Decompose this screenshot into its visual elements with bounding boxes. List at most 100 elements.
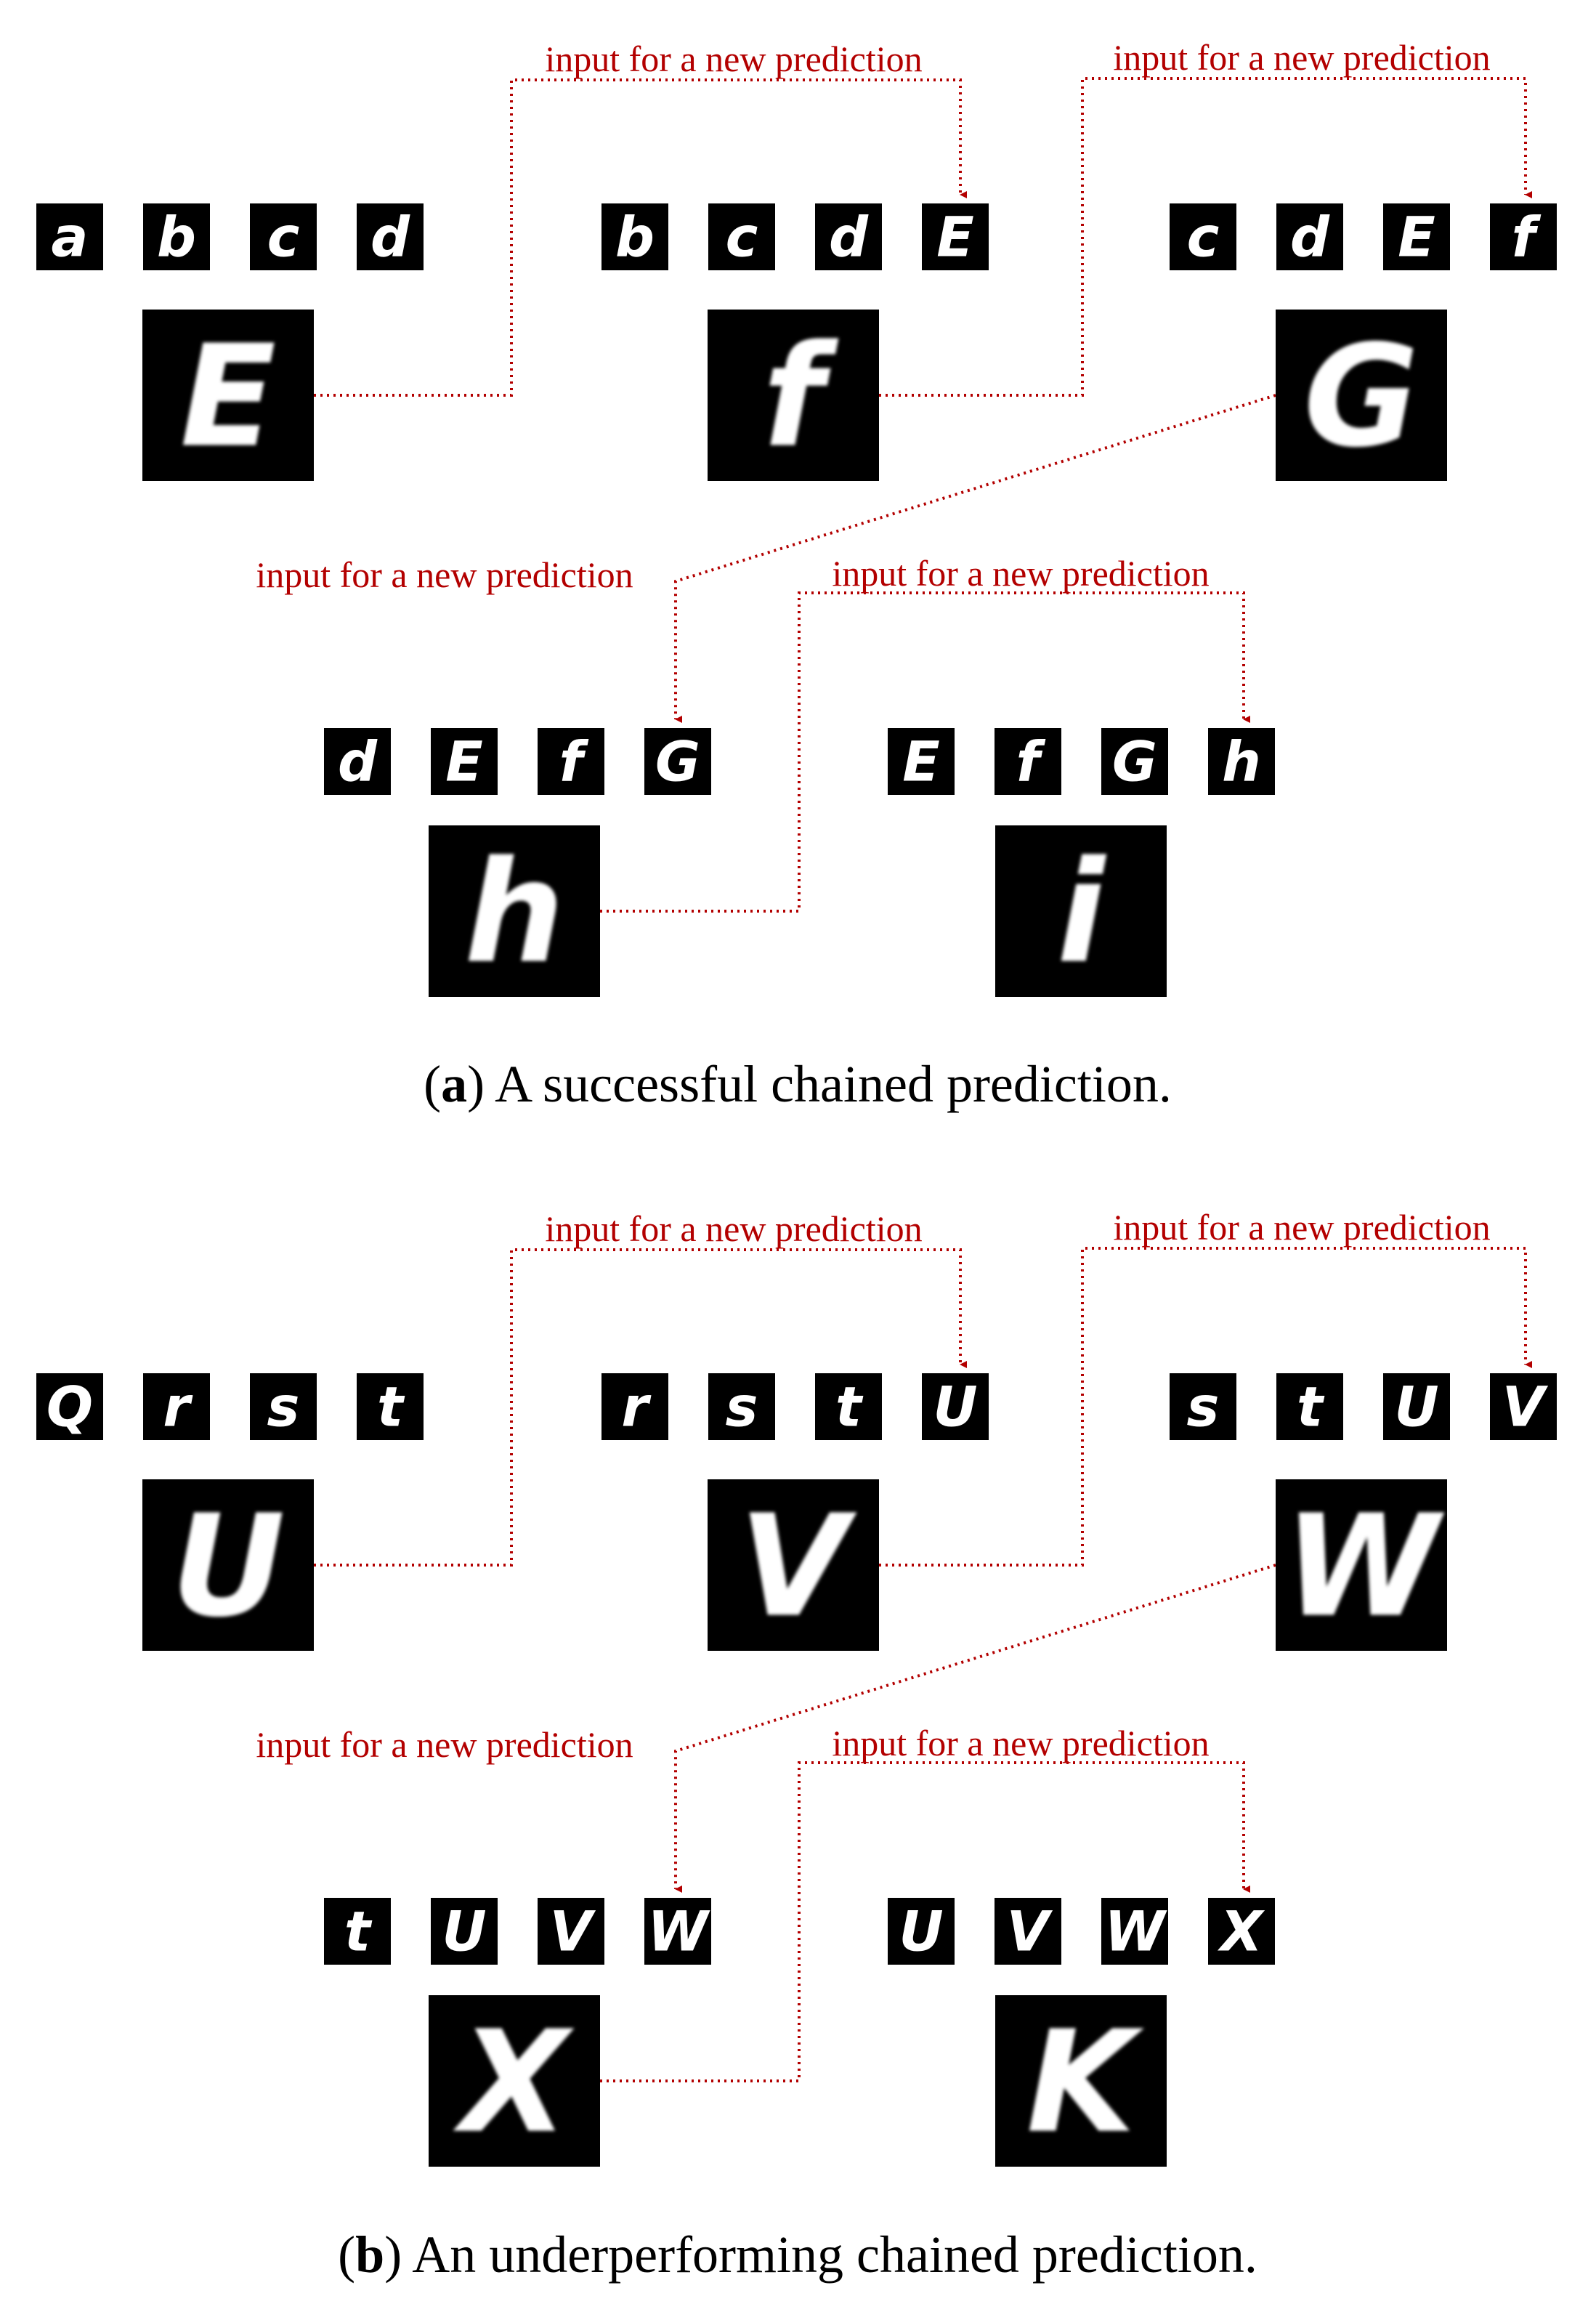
- input-tile-bg: [1383, 1373, 1450, 1440]
- input-tile: E: [888, 728, 955, 795]
- input-tile-bg: [922, 1373, 989, 1440]
- input-tile-bg: [888, 728, 955, 795]
- input-tile-bg: [815, 203, 882, 270]
- input-tile-bg: [143, 203, 210, 270]
- input-tile-glyph: E: [445, 730, 483, 794]
- input-tile-glyph: G: [655, 730, 700, 794]
- connector-1-2: [314, 1248, 967, 1567]
- output-tile-glyph: K: [1026, 2000, 1144, 2164]
- input-tile: b: [601, 203, 668, 270]
- input-tile-bg: [888, 1898, 955, 1965]
- input-tile-bg: [324, 1898, 391, 1965]
- output-tile: G: [1276, 310, 1447, 481]
- input-tile: G: [1101, 728, 1168, 795]
- caption-a: (a) A successful chained prediction.: [424, 1055, 1172, 1113]
- output-tile-bg: [1276, 310, 1447, 481]
- input-tile: d: [1276, 203, 1343, 270]
- input-tile: f: [1490, 203, 1557, 270]
- input-tile: d: [815, 203, 882, 270]
- input-tile: h: [1208, 728, 1275, 795]
- input-tile-glyph: s: [726, 1375, 758, 1439]
- input-tile-bg: [644, 728, 711, 795]
- input-tile-glyph: G: [1112, 730, 1157, 794]
- caption-letter-b: b: [355, 2226, 384, 2284]
- input-tile-bg: [250, 1373, 317, 1440]
- input-tile-bg: [995, 1898, 1061, 1965]
- input-tile-glyph: U: [933, 1375, 977, 1439]
- connector-4-5: [600, 591, 1250, 913]
- input-tile-glyph: d: [370, 206, 410, 270]
- output-tile-bg: [429, 1995, 600, 2167]
- input-tile-glyph: V: [1502, 1375, 1549, 1439]
- output-tile: h: [429, 825, 600, 997]
- output-tile-bg: [995, 1995, 1167, 2167]
- input-tile-bg: [601, 1373, 668, 1440]
- input-tile-glyph: s: [1187, 1375, 1220, 1439]
- input-tile: V: [538, 1898, 604, 1965]
- input-tile: t: [1276, 1373, 1343, 1440]
- output-tile-bg: [708, 310, 879, 481]
- input-tile: U: [888, 1898, 955, 1965]
- input-tile-bg: [1101, 1898, 1168, 1965]
- input-tile-bg: [1208, 1898, 1275, 1965]
- input-tile-glyph: t: [377, 1375, 405, 1439]
- input-tile-glyph: E: [902, 730, 940, 794]
- input-tile-glyph: W: [1104, 1900, 1167, 1964]
- input-tile-glyph: c: [267, 206, 300, 270]
- input-tile-bg: [357, 1373, 424, 1440]
- input-tile-bg: [708, 1373, 775, 1440]
- input-tile: c: [250, 203, 317, 270]
- caption-text-a: A successful chained prediction.: [495, 1055, 1172, 1113]
- input-tile-bg: [538, 1898, 604, 1965]
- connector-label-2-3: input for a new prediction: [1113, 37, 1490, 78]
- input-tile-bg: [922, 203, 989, 270]
- caption-letter-a: a: [441, 1055, 467, 1113]
- input-tile-glyph: V: [550, 1900, 596, 1964]
- output-tile-glyph: V: [739, 1484, 857, 1648]
- input-tile-bg: [1276, 203, 1343, 270]
- input-tile-glyph: a: [52, 206, 89, 270]
- input-tile-bg: [1170, 1373, 1236, 1440]
- input-tile-glyph: r: [163, 1375, 193, 1439]
- input-tile-bg: [431, 1898, 498, 1965]
- input-tile: V: [1490, 1373, 1557, 1440]
- input-tile: W: [644, 1898, 711, 1965]
- connector-3-4: [674, 394, 1276, 723]
- input-tile-bg: [1101, 728, 1168, 795]
- connector-4-5: [600, 1761, 1250, 2082]
- output-tile: W: [1276, 1479, 1447, 1651]
- connector-2-3: [879, 1247, 1532, 1567]
- input-tile-glyph: X: [1218, 1900, 1265, 1964]
- input-tile: Q: [36, 1373, 103, 1440]
- output-tile-bg: [142, 310, 314, 481]
- connector-label-3-4: input for a new prediction: [256, 1724, 633, 1765]
- input-tile: E: [922, 203, 989, 270]
- input-tile-bg: [324, 728, 391, 795]
- output-tile: U: [142, 1479, 314, 1651]
- input-tile: r: [143, 1373, 210, 1440]
- input-tile-bg: [538, 728, 604, 795]
- input-tile-glyph: b: [157, 206, 196, 270]
- input-tile-bg: [357, 203, 424, 270]
- input-tile-bg: [1276, 1373, 1343, 1440]
- input-tile: t: [815, 1373, 882, 1440]
- input-tile-glyph: V: [1007, 1900, 1053, 1964]
- input-tile: d: [357, 203, 424, 270]
- connector-label-1-2: input for a new prediction: [545, 1208, 922, 1249]
- input-tile-bg: [1170, 203, 1236, 270]
- connector-label-2-3: input for a new prediction: [1113, 1207, 1490, 1248]
- output-tile-bg: [995, 825, 1167, 997]
- input-tile: U: [431, 1898, 498, 1965]
- connectors-b: input for a new prediction input for a ne…: [256, 1207, 1532, 2082]
- output-tile-glyph: W: [1284, 1484, 1445, 1648]
- input-tile-glyph: r: [621, 1375, 652, 1439]
